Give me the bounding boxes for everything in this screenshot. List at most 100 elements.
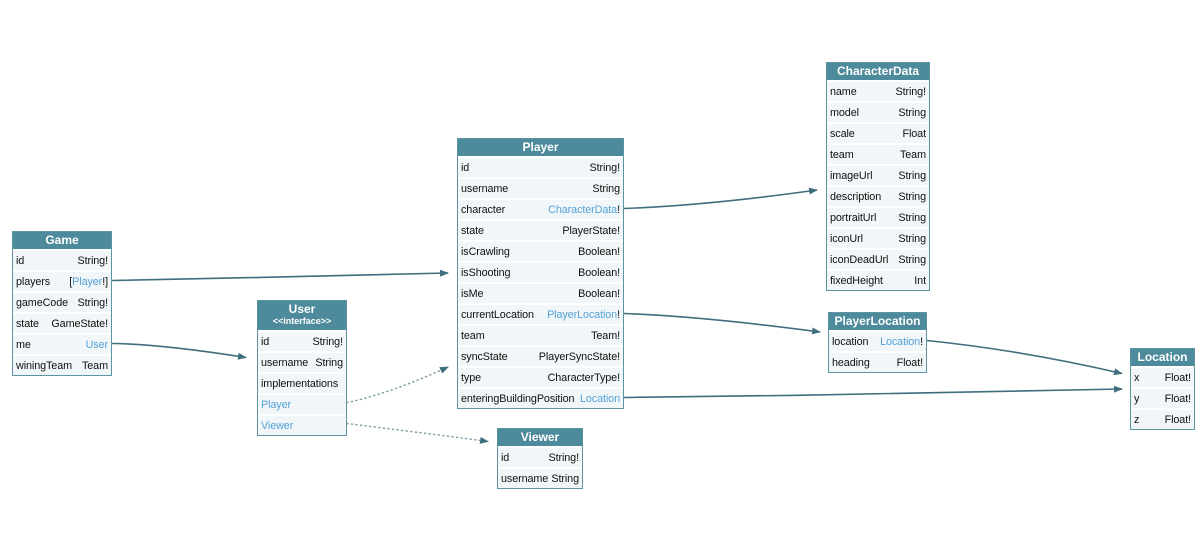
field-row-characterData-iconDeadUrl[interactable]: iconDeadUrl String xyxy=(827,248,929,269)
type-text: String xyxy=(592,182,620,195)
field-name: team xyxy=(830,148,854,161)
type-text: String xyxy=(315,356,343,369)
field-type: PlayerLocation! xyxy=(547,309,620,321)
field-row-characterData-fixedHeight[interactable]: fixedHeight Int xyxy=(827,269,929,290)
field-name: me xyxy=(16,338,31,351)
field-name: y xyxy=(1134,392,1140,405)
type-text: Float! xyxy=(896,356,924,369)
entity-header-player[interactable]: Player xyxy=(458,139,623,156)
field-type: String xyxy=(315,357,343,369)
entity-header-game[interactable]: Game xyxy=(13,232,111,249)
type-link[interactable]: Location xyxy=(579,392,620,405)
field-type: Boolean! xyxy=(578,267,620,279)
type-link[interactable]: Location xyxy=(880,335,921,348)
field-name: name xyxy=(830,85,857,98)
field-name: username xyxy=(501,472,549,485)
field-type: String xyxy=(898,254,926,266)
field-row-player-username[interactable]: username String xyxy=(458,177,623,198)
entity-title: User xyxy=(288,302,316,316)
type-text: Team xyxy=(899,148,926,161)
field-row-user-Player[interactable]: Player xyxy=(258,393,346,414)
field-row-user-Viewer[interactable]: Viewer xyxy=(258,414,346,435)
field-type: GameState! xyxy=(51,318,108,330)
field-name: iconDeadUrl xyxy=(830,253,889,266)
field-name: fixedHeight xyxy=(830,274,883,287)
field-type: Team xyxy=(82,360,108,372)
entity-header-user[interactable]: User<<interface>> xyxy=(258,301,346,330)
field-type: Float! xyxy=(896,356,924,369)
type-text: Team xyxy=(81,359,108,372)
type-link[interactable]: User xyxy=(85,338,109,351)
field-name: syncState xyxy=(461,350,508,363)
type-text: Int xyxy=(914,274,926,287)
field-row-game-players[interactable]: players[Player!] xyxy=(13,270,111,291)
field-type: User xyxy=(85,338,109,351)
field-row-game-me[interactable]: me User xyxy=(13,333,111,354)
field-type: String xyxy=(551,473,579,485)
type-link[interactable]: Player xyxy=(72,275,103,288)
field-name: character xyxy=(461,203,506,216)
edge-player-character-to-characterdata xyxy=(623,187,818,210)
field-row-user-implementations[interactable]: implementations xyxy=(258,372,346,393)
field-type: Float xyxy=(902,128,926,140)
type-link[interactable]: Player xyxy=(261,398,292,411)
field-name: model xyxy=(830,106,859,119)
type-link[interactable]: CharacterData xyxy=(548,203,618,216)
field-name: id xyxy=(461,161,470,174)
entity-header-location[interactable]: Location xyxy=(1131,349,1194,366)
entity-header-playerLocation[interactable]: PlayerLocation xyxy=(829,313,926,330)
field-name: username xyxy=(461,182,509,195)
type-text: ! xyxy=(617,308,620,321)
entity-header-viewer[interactable]: Viewer xyxy=(498,429,582,446)
field-row-characterData-team[interactable]: team Team xyxy=(827,143,929,164)
type-text: String! xyxy=(77,254,108,267)
type-text: [ xyxy=(69,275,73,288)
type-link[interactable]: Viewer xyxy=(261,419,294,432)
field-row-player-syncState[interactable]: syncState PlayerSyncState! xyxy=(458,345,623,366)
type-text: PlayerSyncState! xyxy=(538,350,620,363)
field-name: description xyxy=(830,190,882,203)
type-link[interactable]: PlayerLocation xyxy=(547,308,618,321)
entity-header-characterData[interactable]: CharacterData xyxy=(827,63,929,80)
field-name: location xyxy=(832,335,869,348)
field-type: String xyxy=(898,233,926,245)
field-type: String xyxy=(592,183,620,195)
field-type: String xyxy=(898,107,926,119)
field-row-characterData-model[interactable]: model String xyxy=(827,101,929,122)
entity-title: CharacterData xyxy=(836,64,920,78)
